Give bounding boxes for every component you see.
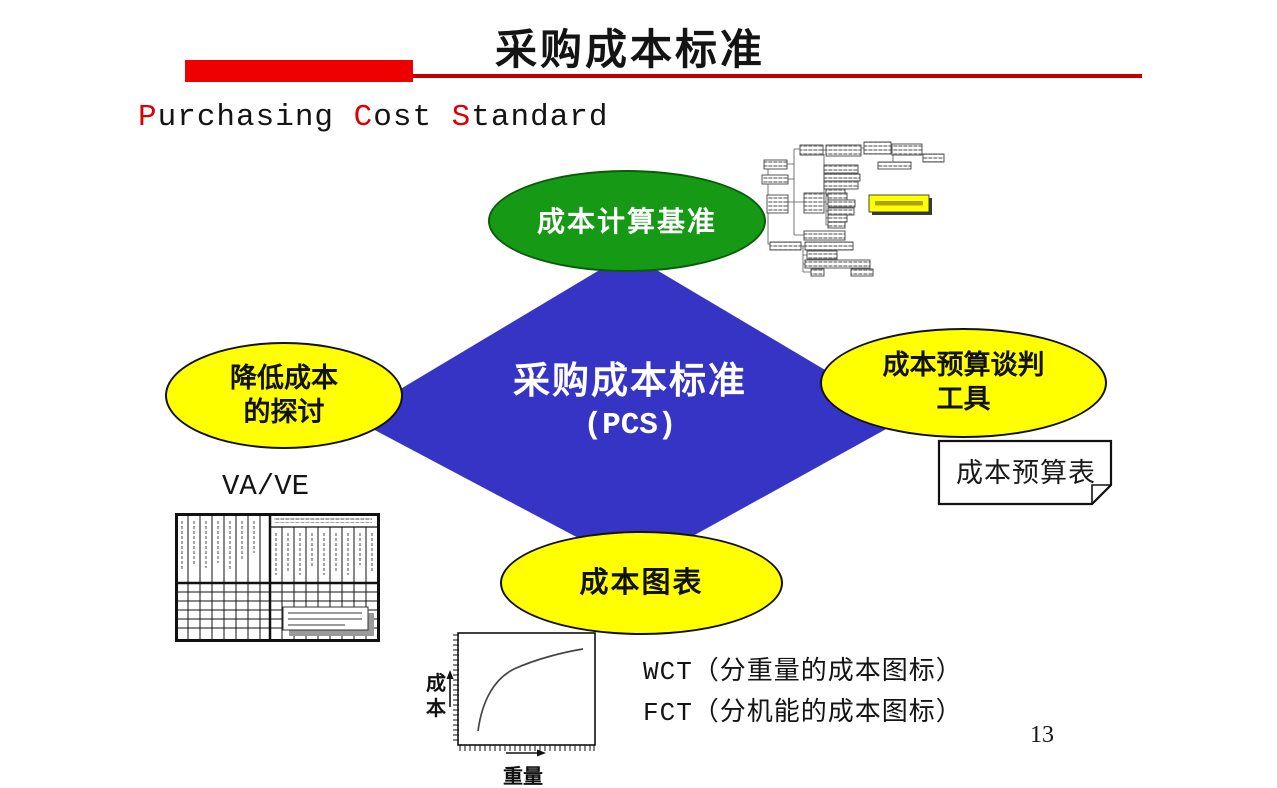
title-underline [410, 74, 1142, 78]
chart-y-label: 成本 [426, 673, 446, 720]
page-subtitle: Purchasing Cost Standard [138, 100, 609, 135]
x-axis-ticks [459, 745, 595, 751]
pcs-title: 采购成本标准 [513, 360, 747, 401]
flowchart-boxes [761, 141, 945, 277]
node-label: 成本图表 [579, 566, 704, 599]
cost-breakdown-mini-flowchart [761, 141, 945, 277]
title-accent-bar [185, 60, 413, 82]
x-axis-arrow [506, 749, 546, 757]
subtitle-letter-p: P [138, 100, 158, 135]
node-cost-calculation-basis: 成本计算基准 [488, 170, 766, 272]
page-number: 13 [1030, 722, 1054, 748]
chart-x-label: 重量 [503, 766, 543, 788]
subtitle-text: tandard [471, 100, 609, 135]
subtitle-letter-s: S [451, 100, 472, 135]
weight-cost-chart [446, 632, 596, 757]
highlight-box [868, 194, 932, 215]
budget-sheet-label: 成本预算表 [956, 458, 1096, 488]
node-label: 的探讨 [243, 396, 325, 427]
budget-sheet-doc-shape [937, 439, 1113, 506]
fct-annotation: FCT（分机能的成本图标） [643, 698, 963, 728]
subtitle-text: urchasing [157, 100, 354, 135]
table-callout-note [282, 606, 374, 636]
subtitle-letter-c: C [353, 100, 374, 135]
vave-label: VA/VE [222, 470, 310, 503]
node-cost-reduction-study: 降低成本 的探讨 [165, 342, 403, 449]
page-title: 采购成本标准 [494, 26, 765, 73]
node-cost-budget-negotiation-tool: 成本预算谈判 工具 [820, 328, 1107, 438]
pcs-abbrev: (PCS) [583, 408, 677, 443]
node-cost-chart: 成本图表 [500, 531, 783, 635]
node-label: 成本计算基准 [536, 205, 717, 237]
node-label: 降低成本 [230, 362, 338, 393]
node-label: 工具 [936, 384, 991, 414]
wct-annotation: WCT（分重量的成本图标） [643, 657, 963, 687]
vave-comparison-table [175, 513, 380, 642]
cost-curve [477, 648, 584, 732]
pcs-diamond [352, 253, 906, 568]
y-axis-arrow [446, 670, 454, 707]
subtitle-text: ost [373, 100, 452, 135]
node-label: 成本预算谈判 [882, 350, 1045, 381]
y-axis-ticks [453, 634, 459, 741]
pcs-diamond-label: 采购成本标准 (PCS) [440, 350, 820, 443]
